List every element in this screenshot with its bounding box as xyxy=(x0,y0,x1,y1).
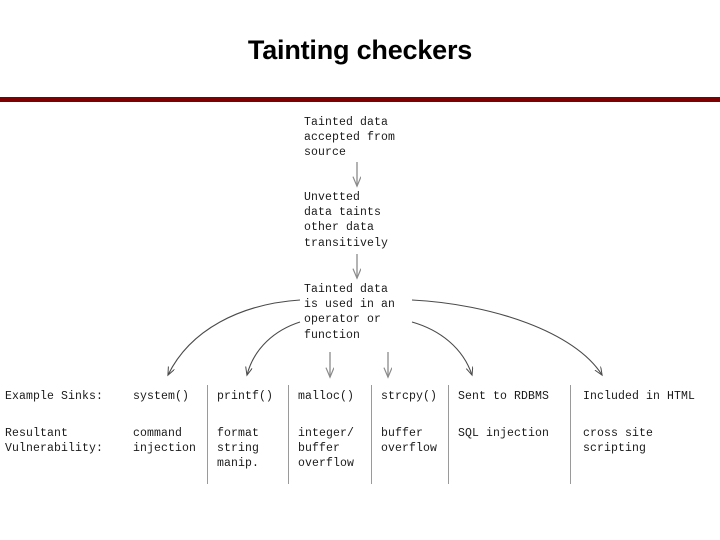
title-divider-rule xyxy=(0,97,720,102)
arrow-to-sink-rdbms xyxy=(411,321,472,375)
arrow-to-sink-printf xyxy=(247,321,301,375)
vulnerability-cell-integer-buffer-overflow: integer/ buffer overflow xyxy=(298,427,355,471)
vulnerability-cell-format-string: format string manip. xyxy=(217,427,260,471)
flow-step-unvetted-data-taints: Unvetted data taints other data transiti… xyxy=(304,191,389,250)
vulnerability-cell-buffer-overflow: buffer overflow xyxy=(381,427,438,456)
sink-cell-malloc: malloc() xyxy=(298,390,355,403)
column-divider-3 xyxy=(371,385,372,484)
vulnerability-cell-command-injection: command injection xyxy=(133,427,197,456)
column-divider-4 xyxy=(448,385,449,484)
column-divider-5 xyxy=(570,385,571,484)
sink-cell-printf: printf() xyxy=(217,390,274,403)
column-divider-2 xyxy=(288,385,289,484)
flow-step-tainted-data-used: Tainted data is used in an operator or f… xyxy=(304,283,396,342)
arrow-to-sink-html xyxy=(411,299,602,375)
sinks-vulnerabilities-table: Example Sinks: Resultant Vulnerability: … xyxy=(0,383,720,488)
vulnerability-cell-sql-injection: SQL injection xyxy=(458,427,550,440)
sink-cell-system: system() xyxy=(133,390,190,403)
page-title: Tainting checkers xyxy=(247,35,473,65)
sink-cell-rdbms: Sent to RDBMS xyxy=(458,390,550,403)
row-label-example-sinks: Example Sinks: xyxy=(5,390,104,403)
sink-cell-html: Included in HTML xyxy=(583,390,696,403)
row-label-resultant-vulnerability: Resultant Vulnerability: xyxy=(5,427,104,456)
column-divider-1 xyxy=(207,385,208,484)
flow-step-tainted-data-accepted: Tainted data accepted from source xyxy=(304,116,396,160)
arrow-to-sink-system xyxy=(168,299,301,375)
vulnerability-cell-cross-site-scripting: cross site scripting xyxy=(583,427,654,456)
sink-cell-strcpy: strcpy() xyxy=(381,390,438,403)
